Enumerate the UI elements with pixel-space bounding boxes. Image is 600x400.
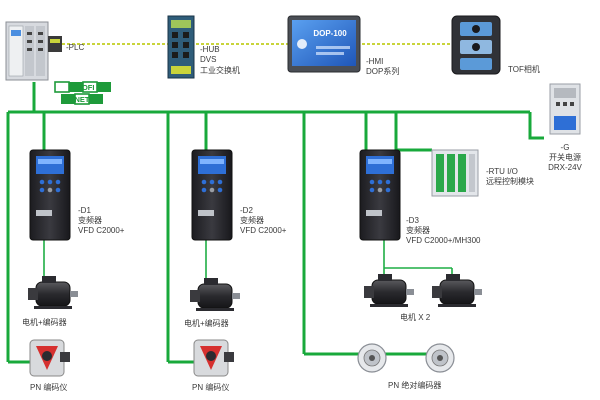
motor-2[interactable]	[190, 278, 240, 311]
pn-encoder-2[interactable]	[193, 339, 234, 377]
abs-encoder-2[interactable]	[425, 343, 455, 373]
drive-d3[interactable]	[359, 149, 401, 241]
drive-d1[interactable]	[29, 149, 71, 241]
motor2-label: 电机+编码器	[184, 318, 229, 328]
d1-label-1: -D1	[78, 206, 91, 215]
hmi-screen-text: DOP-100	[313, 29, 347, 38]
d3-label-2: 变频器	[406, 225, 430, 235]
d1-label-3: VFD C2000+	[78, 226, 125, 235]
plc-label: -PLC	[66, 43, 84, 52]
tof-camera-device[interactable]	[451, 15, 501, 75]
hmi-label-1: -HMI	[366, 57, 383, 66]
motor34-label: 电机 X 2	[400, 312, 431, 322]
rtu-wire	[394, 112, 432, 152]
hmi-label-2: DOP系列	[366, 66, 399, 76]
d1-label-2: 变频器	[78, 215, 102, 225]
power-supply-device[interactable]	[549, 83, 581, 135]
psu-label-3: DRX-24V	[548, 163, 582, 172]
rtu-label-1: -RTU I/O	[486, 167, 518, 176]
hub-label-1: -HUB	[200, 45, 220, 54]
d2-label-1: -D2	[240, 206, 253, 215]
d2-label-2: 变频器	[240, 215, 264, 225]
profinet-logo: PROFI NET	[54, 81, 111, 105]
switch-device[interactable]	[167, 15, 195, 79]
tof-label: TOF相机	[508, 64, 540, 74]
abs-encoder-1[interactable]	[357, 343, 387, 373]
d3-label-1: -D3	[406, 216, 419, 225]
motor1-label: 电机+编码器	[22, 317, 67, 327]
encoders-label: PN 绝对编码器	[388, 380, 441, 390]
profinet-logo-bottom: NET	[75, 95, 90, 104]
hub-label-3: 工业交换机	[200, 65, 240, 75]
pn-encoder-1[interactable]	[29, 339, 70, 377]
hmi-device[interactable]: DOP-100	[287, 15, 361, 73]
plc-device[interactable]	[5, 21, 62, 81]
motor-cables	[43, 240, 453, 284]
pn2-label: PN 编码仪	[192, 382, 229, 392]
rtu-label-2: 远程控制模块	[486, 176, 534, 186]
pn1-label: PN 编码仪	[30, 382, 67, 392]
motor-4[interactable]	[432, 274, 482, 307]
rtu-io-device[interactable]	[431, 149, 479, 197]
psu-wire	[528, 112, 544, 140]
motor-3[interactable]	[364, 274, 414, 307]
psu-label-1: -G	[561, 143, 570, 152]
profinet-logo-top: PROFI	[72, 83, 95, 92]
drive-d2[interactable]	[191, 149, 233, 241]
hub-label-2: DVS	[200, 55, 216, 64]
motor-1[interactable]	[28, 276, 78, 309]
d3-label-3: VFD C2000+/MH300	[406, 236, 481, 245]
psu-label-2: 开关电源	[549, 152, 581, 162]
d2-label-3: VFD C2000+	[240, 226, 287, 235]
